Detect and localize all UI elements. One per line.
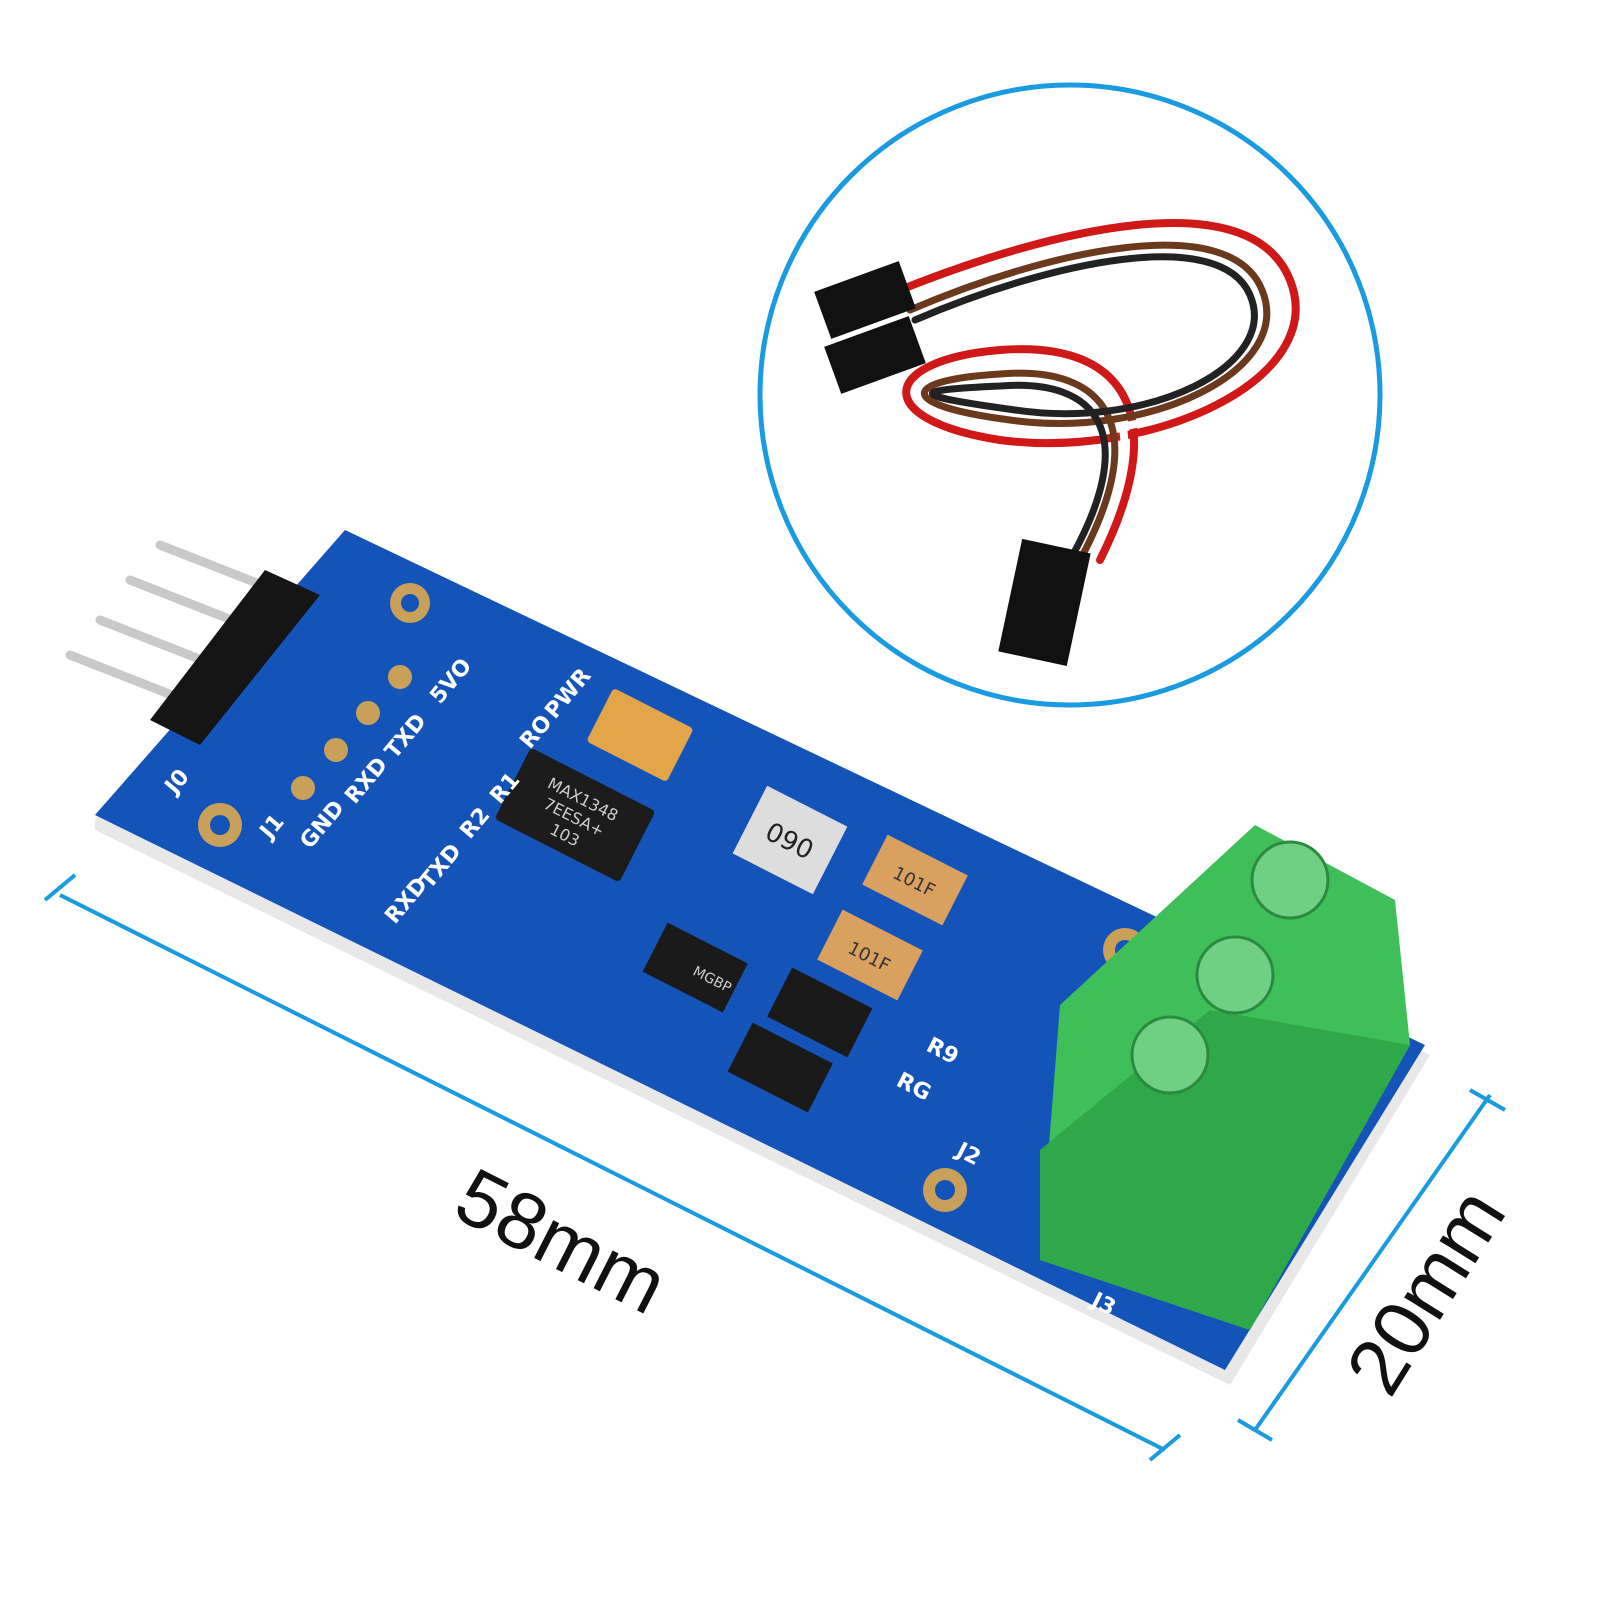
- rs485-module: MAX1348 7EESA+ 103 090 101F 101F MGBP J0…: [65, 530, 1430, 1385]
- screw-terminal-j3: [1040, 825, 1410, 1330]
- length-dimension: [43, 873, 1182, 1462]
- width-dimension: [1236, 1088, 1506, 1442]
- length-label: 58mm: [442, 1151, 680, 1331]
- width-label: 20mm: [1329, 1173, 1522, 1409]
- dupont-cable: [814, 218, 1300, 666]
- pin-header-j0: [65, 540, 320, 745]
